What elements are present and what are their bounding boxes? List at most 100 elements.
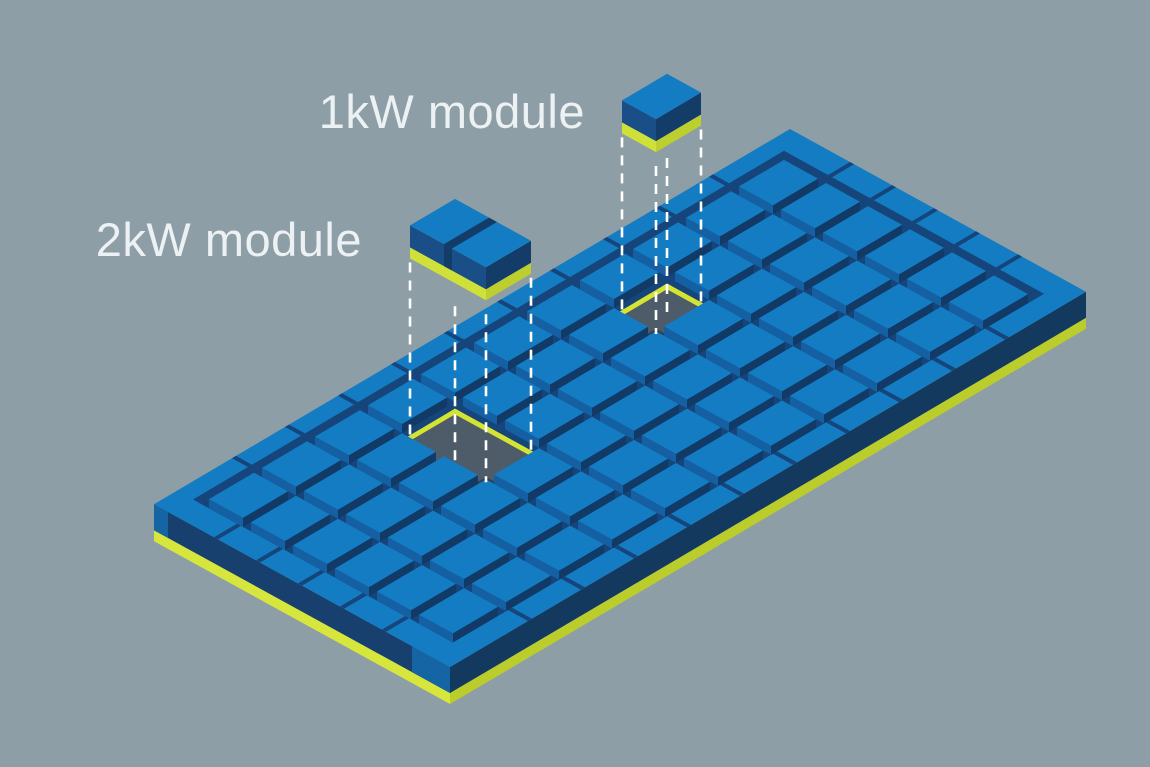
module-base-se (656, 114, 701, 153)
slab-base-se (450, 317, 1086, 704)
module-2kw (410, 198, 531, 301)
tile-face-sw (388, 537, 422, 565)
dashed-guide-lines (408, 129, 703, 483)
tile-top (304, 464, 383, 510)
groove-sw-margin (340, 593, 367, 609)
slab-base-sw (154, 530, 450, 704)
tile-face-se (623, 458, 668, 495)
tile-top (770, 237, 849, 283)
tile-face-sw (536, 497, 570, 526)
tile-face-se (815, 201, 860, 238)
tile-top (558, 362, 637, 408)
module-base-sw (410, 247, 486, 301)
tile-face-se (528, 466, 573, 503)
tile-face-sw (580, 280, 614, 308)
tile-face-se (740, 341, 785, 378)
tile-top (664, 299, 743, 346)
groove-nw-margin (285, 424, 305, 436)
tile-top (569, 308, 648, 354)
tile-face-se (570, 489, 615, 526)
tile-face-sw (419, 614, 453, 643)
tile-top (717, 268, 796, 314)
tile-face-se (338, 483, 383, 519)
groove-nw-margin (338, 393, 358, 405)
tile-face-se (665, 481, 710, 518)
tile-face-se (497, 389, 542, 425)
tile-face-se (793, 310, 838, 346)
groove-nw-margin (709, 174, 729, 186)
tile-top (600, 385, 679, 431)
tile-face-se (676, 427, 721, 463)
groove-ne-margin (870, 185, 896, 201)
tile-face-se (773, 178, 818, 215)
module-groove-notch (444, 244, 452, 271)
tile-top (843, 337, 922, 384)
tile-top (611, 331, 690, 377)
tile-top (781, 183, 860, 229)
tile-face-sw (483, 529, 517, 557)
tile-top (483, 502, 562, 548)
tile-top (589, 439, 668, 486)
tile-face-sw (600, 412, 634, 440)
tile-face-se (846, 279, 891, 315)
tile-top (430, 533, 509, 579)
tile-face-se (720, 209, 765, 246)
tile-top (421, 347, 500, 393)
tile-face-se (561, 303, 606, 340)
tile-face-se (411, 583, 456, 620)
tile-top (251, 495, 330, 541)
tile-face-sw (399, 482, 433, 511)
tile-face-sw (262, 467, 296, 496)
tile-face-sw (589, 466, 623, 495)
tile-top (377, 565, 456, 611)
tile-face-se (433, 475, 478, 511)
module-base-sw (622, 122, 656, 153)
groove-se-margin (508, 607, 532, 621)
label-1kw-module: 1kW module (318, 85, 585, 138)
tile-face-sw (633, 249, 667, 277)
tile-top (474, 316, 553, 362)
tile-top (706, 323, 785, 369)
groove-sw-margin (214, 523, 241, 540)
groove-nw-margin (444, 330, 464, 342)
tile-face-sw (686, 217, 720, 246)
tile-top (653, 354, 732, 400)
groove-se-margin (773, 451, 797, 465)
groove-nw-margin (603, 237, 623, 249)
slab-corner-accent-s (412, 646, 450, 693)
tile-face-se (930, 325, 975, 361)
module-groove-top (444, 217, 497, 249)
tile-face-se (422, 529, 467, 565)
tile-top (262, 441, 341, 487)
tile-face-se (391, 451, 436, 488)
groove-nw-margin (391, 362, 411, 374)
tile-face-sw (525, 552, 559, 580)
module-base-se (486, 262, 531, 301)
groove-se-margin (826, 420, 850, 434)
tile-face-sw (441, 505, 475, 534)
groove-se-margin (932, 357, 956, 371)
tile-face-sw (790, 395, 824, 424)
tile-face-se (243, 491, 288, 527)
tile-face-se (941, 271, 986, 307)
groove-nw-margin (550, 268, 570, 280)
groove-se-margin (879, 388, 903, 403)
tile-face-sw (770, 263, 804, 292)
tile-face-se (327, 537, 372, 573)
tile-face-se (581, 435, 626, 472)
tile-face-sw (664, 326, 698, 355)
slot-rim-nw (450, 408, 541, 459)
tile-top (441, 479, 520, 525)
tile-face-sw (472, 583, 506, 612)
tile-face-se (539, 412, 584, 448)
tile-face-sw (430, 560, 464, 588)
groove-se-margin (720, 482, 744, 496)
tile-face-se (296, 460, 341, 496)
tile-face-sw (611, 357, 645, 386)
tile-face-se (877, 356, 922, 393)
tile-face-se (285, 514, 330, 550)
tile-face-se (899, 247, 944, 284)
tile-face-sw (558, 389, 592, 417)
